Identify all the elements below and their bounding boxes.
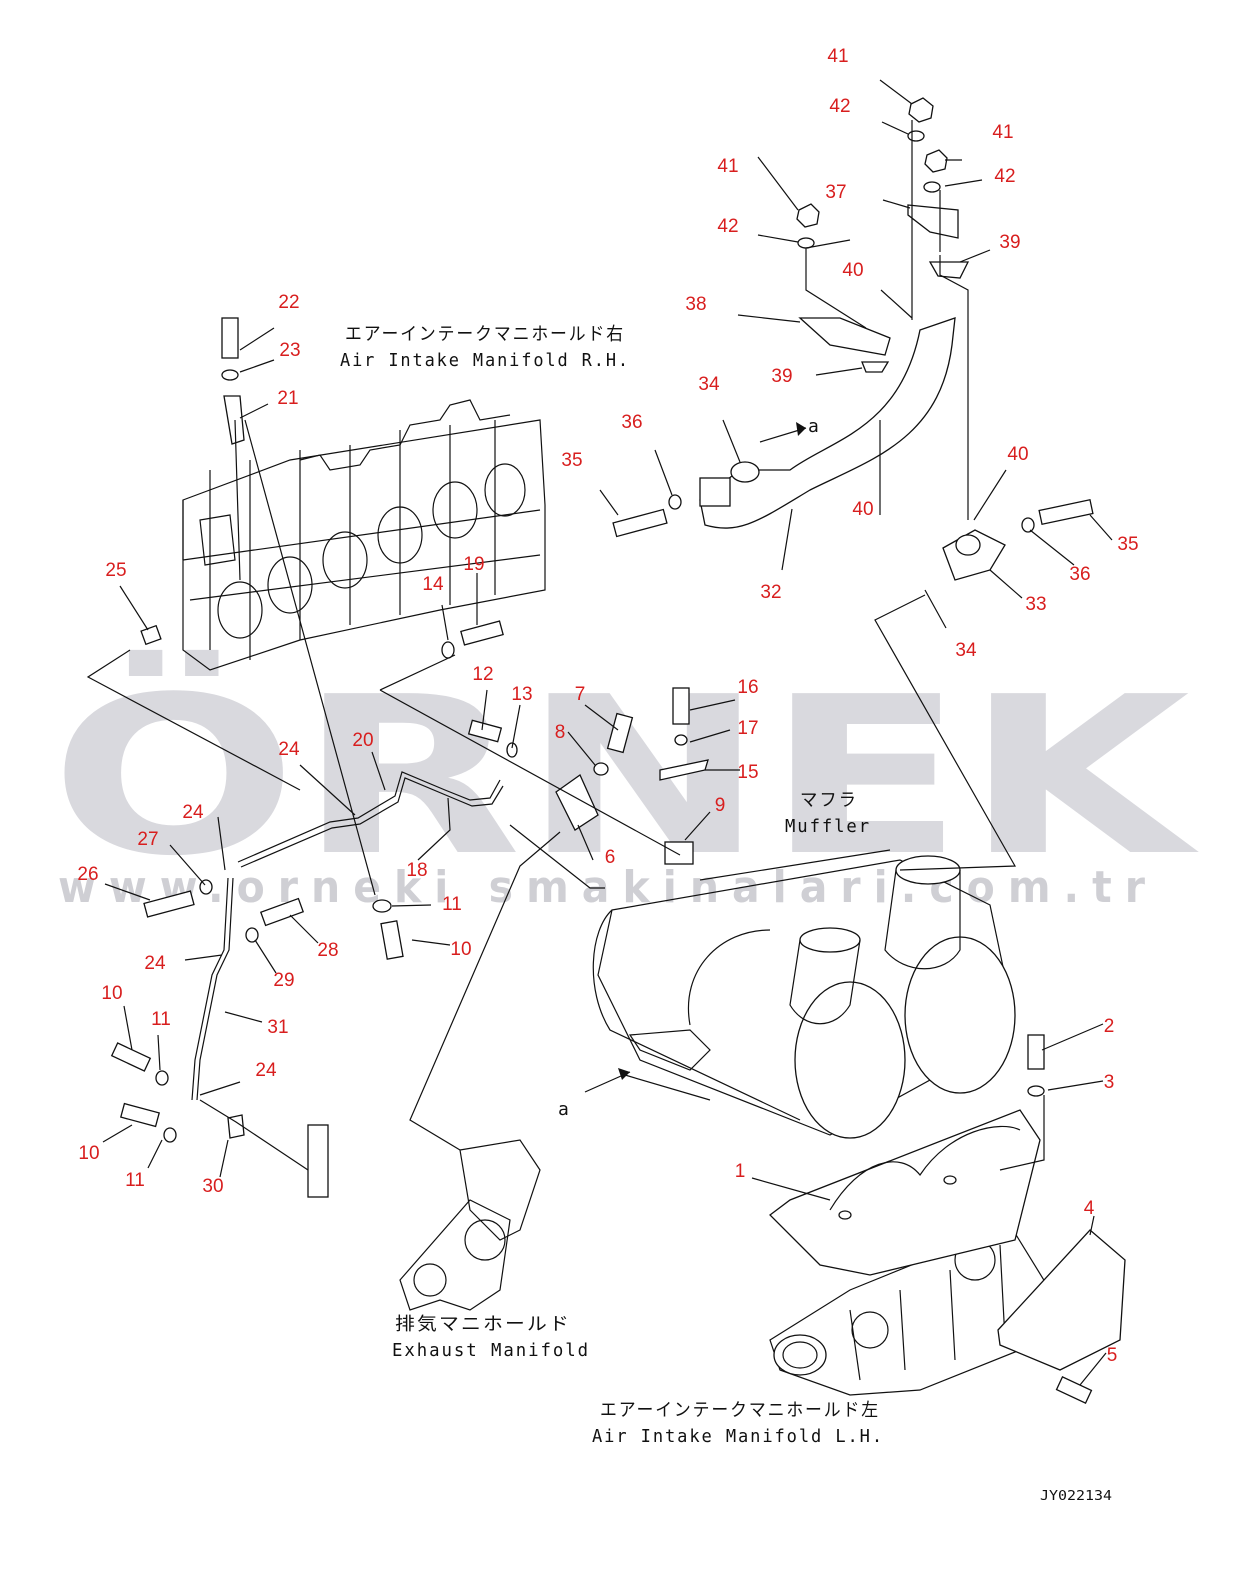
callout-10: 10 [78, 1143, 99, 1164]
plate-part-4 [997, 1229, 1126, 1371]
caption-intake-lh-jp: エアーインテークマニホールド左 [600, 1400, 880, 1421]
callout-5: 5 [1107, 1345, 1118, 1366]
caption-exhaust-en: Exhaust Manifold [392, 1340, 590, 1361]
callout-38: 38 [685, 294, 706, 315]
callout-42: 42 [994, 166, 1015, 187]
view-a-marker-bottom: a [558, 1099, 571, 1120]
callout-17: 17 [737, 718, 758, 739]
tubes [191, 771, 504, 1101]
callout-18: 18 [406, 860, 427, 881]
bracket-part-38 [798, 317, 891, 356]
callout-10: 10 [101, 983, 122, 1004]
callout-40: 40 [852, 499, 873, 520]
pad-part-39b [861, 361, 890, 373]
leader-lines [86, 79, 1113, 1386]
callout-40: 40 [1007, 444, 1028, 465]
callout-26: 26 [77, 864, 98, 885]
pipe-flange [699, 477, 731, 507]
muffler-drawing [592, 849, 1016, 1139]
callout-40: 40 [842, 260, 863, 281]
callout-7: 7 [575, 684, 586, 705]
callout-15: 15 [737, 762, 758, 783]
bracket-part-37 [907, 204, 959, 239]
callout-36: 36 [621, 412, 642, 433]
callout-23: 23 [279, 340, 300, 361]
watermark-brand: ÖRNEK [50, 650, 1199, 904]
callout-13: 13 [511, 684, 532, 705]
exhaust-pipe-part-32 [699, 317, 956, 529]
intake-manifold-rh-drawing [182, 399, 546, 671]
bracket-part-1 [769, 1109, 1041, 1276]
callout-37: 37 [825, 182, 846, 203]
view-a-marker-top: a [808, 416, 821, 437]
callout-12: 12 [472, 664, 493, 685]
drawing-code: JY022134 [1040, 1489, 1112, 1504]
callout-19: 19 [463, 554, 484, 575]
caption-exhaust-jp: 排気マニホールド [395, 1314, 571, 1335]
callout-24: 24 [278, 739, 300, 760]
callout-32: 32 [760, 582, 781, 603]
caption-intake-rh-jp: エアーインテークマニホールド右 [345, 324, 625, 345]
caption-muffler-jp: マフラ [800, 790, 858, 811]
caption-muffler-en: Muffler [785, 816, 871, 837]
callout-24: 24 [255, 1060, 277, 1081]
callout-22: 22 [278, 292, 299, 313]
callout-3: 3 [1104, 1072, 1115, 1093]
exhaust-manifold-drawing [399, 1139, 541, 1311]
callout-16: 16 [737, 677, 758, 698]
callout-2: 2 [1104, 1016, 1115, 1037]
fasteners [110, 97, 1094, 1404]
callout-39: 39 [771, 366, 792, 387]
elbow-part-33 [942, 529, 1006, 581]
callout-42: 42 [829, 96, 850, 117]
callout-8: 8 [555, 722, 566, 743]
callout-24: 24 [144, 953, 166, 974]
watermark: ÖRNEK www.orneki smakinalari.com.tr [50, 650, 1199, 913]
callout-41: 41 [827, 46, 848, 67]
callout-41: 41 [992, 122, 1013, 143]
callout-33: 33 [1025, 594, 1046, 615]
callout-28: 28 [317, 940, 338, 961]
callout-9: 9 [715, 795, 726, 816]
callout-29: 29 [273, 970, 294, 991]
caption-intake-rh-en: Air Intake Manifold R.H. [340, 350, 630, 371]
callout-14: 14 [422, 574, 444, 595]
caption-intake-lh-en: Air Intake Manifold L.H. [592, 1426, 884, 1447]
callout-35: 35 [561, 450, 582, 471]
callout-30: 30 [202, 1176, 223, 1197]
callout-31: 31 [267, 1017, 288, 1038]
callout-41: 41 [717, 156, 738, 177]
callout-11: 11 [151, 1009, 171, 1030]
watermark-url: www.orneki smakinalari.com.tr [58, 862, 1158, 913]
callout-34: 34 [698, 374, 720, 395]
callout-20: 20 [352, 730, 373, 751]
callout-39: 39 [999, 232, 1020, 253]
callout-24: 24 [182, 802, 204, 823]
callout-34: 34 [955, 640, 977, 661]
callout-1: 1 [735, 1161, 746, 1182]
callout-36: 36 [1069, 564, 1090, 585]
callout-11: 11 [442, 894, 462, 915]
callout-25: 25 [105, 560, 126, 581]
callout-6: 6 [605, 847, 616, 868]
callout-27: 27 [137, 829, 158, 850]
callout-21: 21 [277, 388, 298, 409]
callout-10: 10 [450, 939, 471, 960]
callout-42: 42 [717, 216, 738, 237]
callout-4: 4 [1084, 1198, 1095, 1219]
captions: エアーインテークマニホールド右 Air Intake Manifold R.H.… [340, 324, 1112, 1504]
pad-part-39a [928, 261, 970, 279]
callout-11: 11 [125, 1170, 145, 1191]
callout-35: 35 [1117, 534, 1138, 555]
